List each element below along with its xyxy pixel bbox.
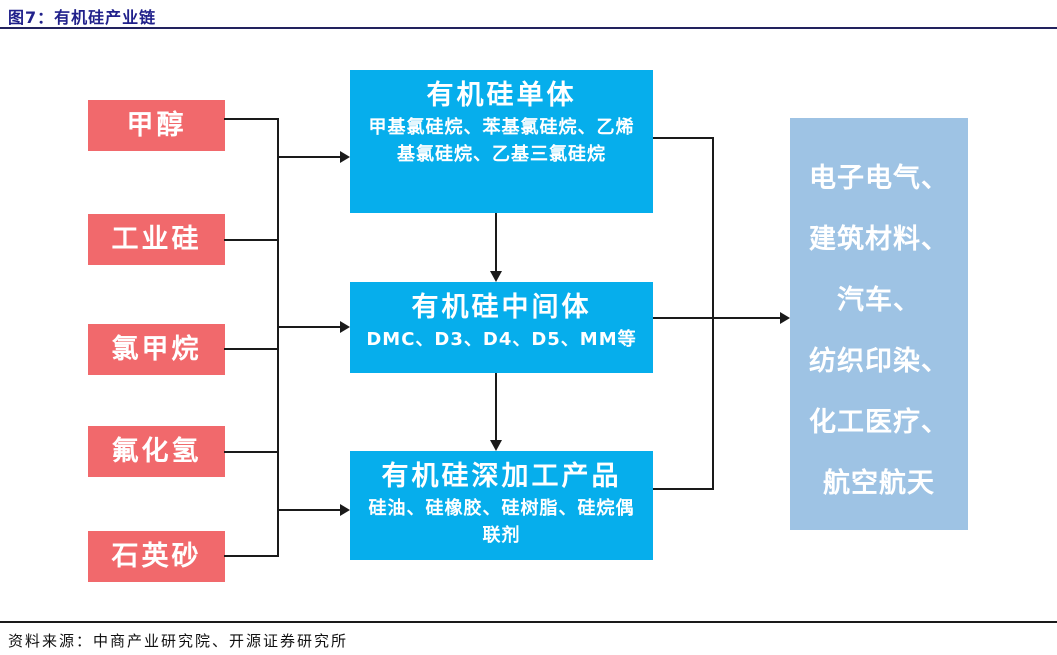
arrow-right-icon — [340, 321, 350, 333]
source-note: 资料来源：中商产业研究院、开源证券研究所 — [8, 632, 349, 650]
input-label: 工业硅 — [111, 224, 202, 255]
connector-branch-intermediate — [277, 326, 340, 328]
stage-title: 有机硅中间体 — [411, 292, 592, 323]
stage-detail: DMC、D3、D4、D5、MM等 — [366, 329, 637, 350]
arrow-right-icon — [340, 504, 350, 516]
application-item: 纺织印染、 — [809, 346, 949, 377]
input-box-methanol: 甲醇 — [88, 100, 225, 151]
stage-detail: 甲基氯硅烷、苯基氯硅烷、乙烯基氯硅烷、乙基三氯硅烷 — [368, 117, 635, 165]
connector-intermediate-to-deep-processing — [495, 373, 497, 441]
stage-box-intermediate: 有机硅中间体 DMC、D3、D4、D5、MM等 — [350, 282, 653, 373]
input-label: 甲醇 — [126, 110, 187, 141]
stage-title: 有机硅单体 — [426, 80, 577, 111]
arrow-right-icon — [340, 151, 350, 163]
input-label: 石英砂 — [111, 541, 202, 572]
application-item: 汽车、 — [837, 285, 921, 316]
stage-title: 有机硅深加工产品 — [381, 461, 622, 492]
connector-monomer-out — [653, 137, 713, 139]
input-box-hydrogen-fluoride: 氟化氢 — [88, 426, 225, 477]
figure-title: 图7：有机硅产业链 — [8, 8, 157, 27]
application-item: 电子电气、 — [809, 163, 949, 194]
footer-divider — [0, 621, 1057, 623]
title-divider — [0, 27, 1057, 29]
stage-detail: 硅油、硅橡胶、硅树脂、硅烷偶联剂 — [368, 498, 635, 546]
connector-feeder-quartz-sand — [224, 555, 278, 557]
input-label: 氟化氢 — [111, 436, 202, 467]
connector-left-bus — [277, 118, 279, 557]
connector-feeder-hydrogen-fluoride — [224, 451, 278, 453]
input-box-chloromethane: 氯甲烷 — [88, 324, 225, 375]
input-label: 氯甲烷 — [111, 334, 202, 365]
connector-to-applications — [653, 317, 780, 319]
application-item: 建筑材料、 — [809, 224, 949, 255]
applications-box: 电子电气、 建筑材料、 汽车、 纺织印染、 化工医疗、 航空航天 — [790, 118, 968, 530]
application-item: 航空航天 — [823, 468, 935, 499]
connector-branch-monomer — [277, 156, 340, 158]
arrow-down-icon — [490, 271, 502, 282]
connector-feeder-methanol — [224, 118, 278, 120]
stage-box-deep-processing: 有机硅深加工产品 硅油、硅橡胶、硅树脂、硅烷偶联剂 — [350, 451, 653, 560]
arrow-down-icon — [490, 440, 502, 451]
connector-right-bus — [712, 137, 714, 490]
connector-feeder-chloromethane — [224, 348, 278, 350]
connector-monomer-to-intermediate — [495, 213, 497, 272]
application-item: 化工医疗、 — [809, 407, 949, 438]
input-box-quartz-sand: 石英砂 — [88, 531, 225, 582]
stage-box-monomer: 有机硅单体 甲基氯硅烷、苯基氯硅烷、乙烯基氯硅烷、乙基三氯硅烷 — [350, 70, 653, 213]
connector-deep-processing-out — [653, 488, 713, 490]
connector-feeder-industrial-silicon — [224, 239, 278, 241]
connector-branch-deep-processing — [277, 509, 340, 511]
arrow-right-icon — [780, 312, 790, 324]
input-box-industrial-silicon: 工业硅 — [88, 214, 225, 265]
